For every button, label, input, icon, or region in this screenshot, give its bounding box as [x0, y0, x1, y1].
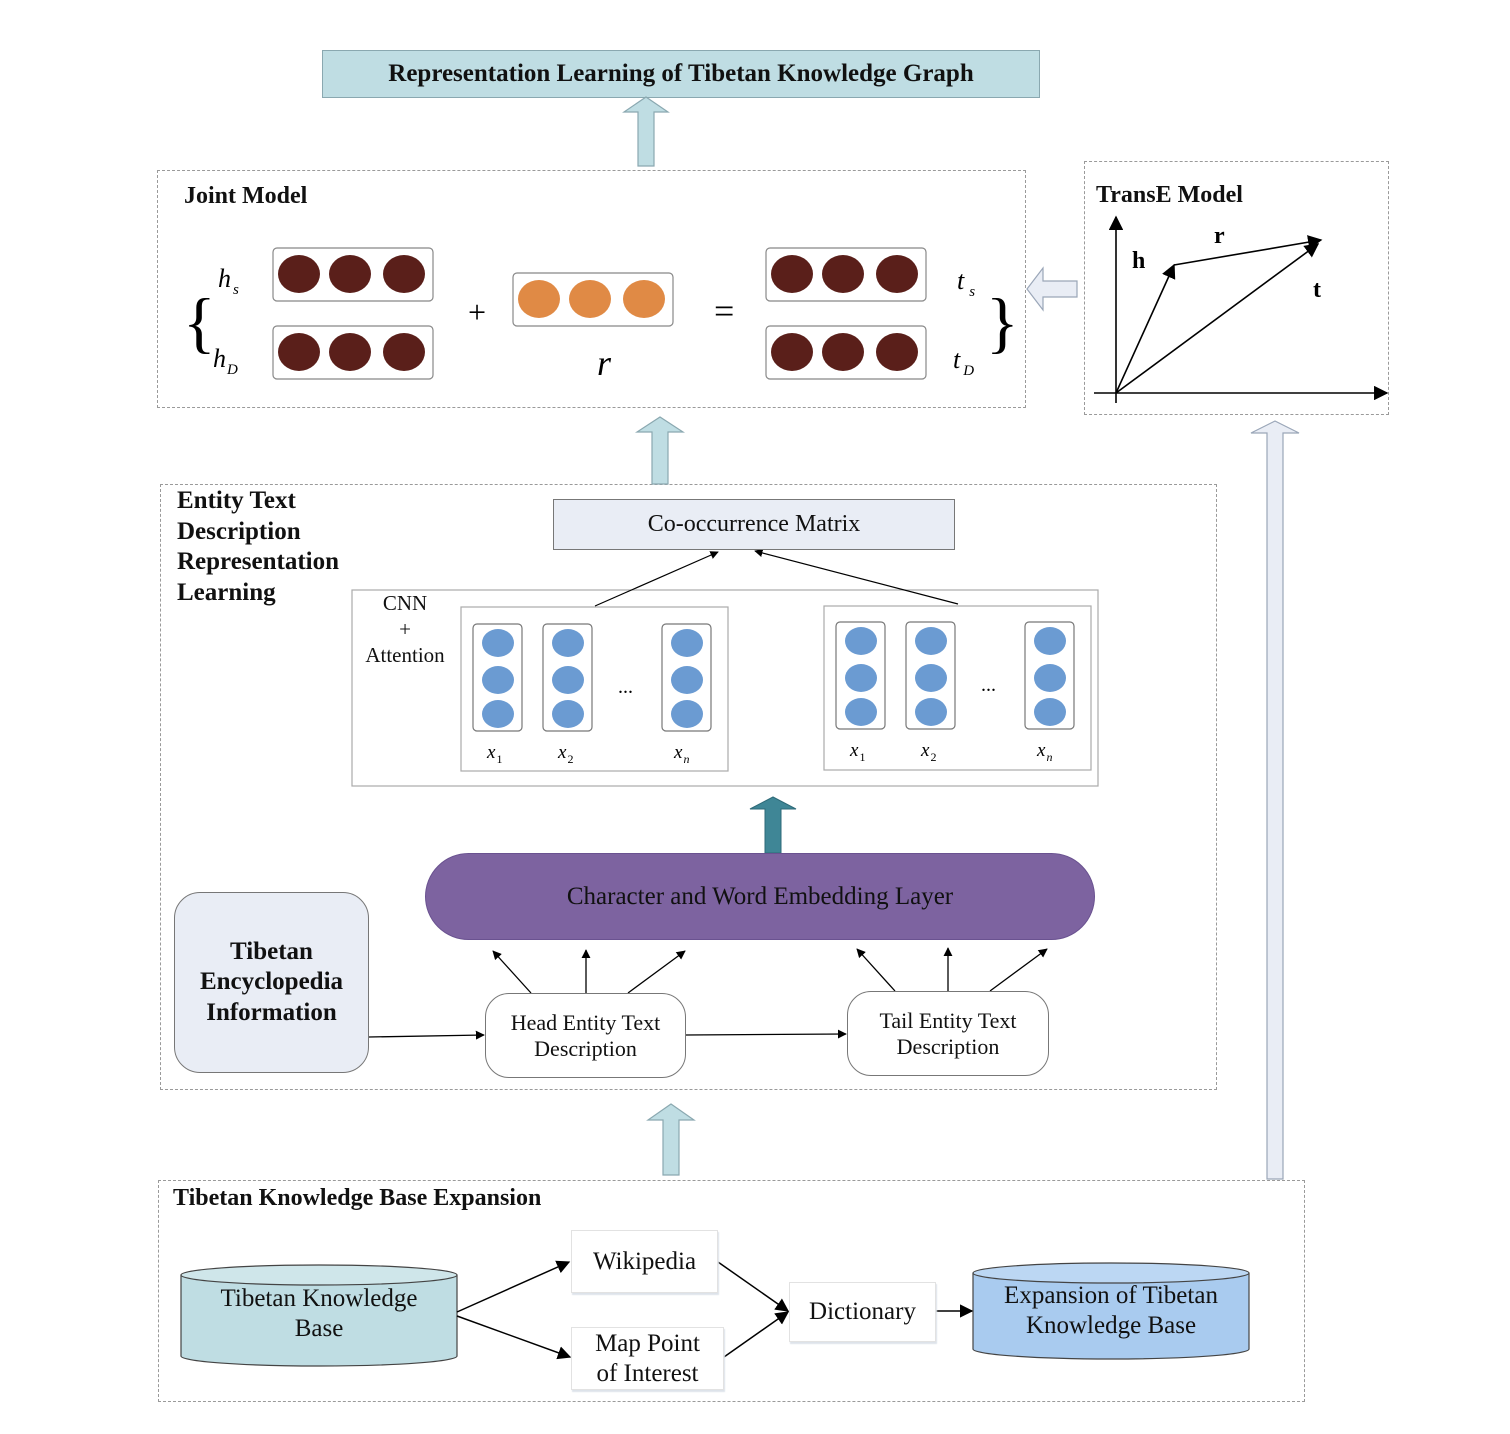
arrow-tail-desc-left [856, 948, 896, 992]
long-up-arrow-to-transe [1250, 420, 1300, 1180]
arrow-head-to-tail [685, 1029, 847, 1039]
head-x1-label: x1 [486, 742, 502, 766]
head-entity-line-2: Description [534, 1035, 637, 1061]
dictionary-box: Dictionary [789, 1282, 936, 1342]
wikipedia-box: Wikipedia [571, 1230, 718, 1293]
head-embedding-columns [472, 623, 712, 732]
map-point-of-interest-box: Map Point of Interest [571, 1327, 724, 1390]
hd-label: hD [213, 344, 238, 378]
tibetan-encyclopedia-box: Tibetan Encyclopedia Information [174, 892, 369, 1073]
transe-r-label: r [1214, 223, 1225, 249]
head-entity-description-box: Head Entity Text Description [485, 993, 686, 1078]
entity-text-description-title: Entity Text Description Representation L… [177, 486, 339, 608]
arrow-head-desc-left [492, 950, 532, 994]
dictionary-label: Dictionary [809, 1298, 916, 1325]
expansion-knowledge-base-cylinder [972, 1262, 1250, 1360]
character-word-embedding-layer: Character and Word Embedding Layer [425, 853, 1095, 940]
tibetan-knowledge-base-cylinder [180, 1264, 458, 1367]
tail-x1-label: x1 [849, 740, 865, 764]
hd-vector-dots [278, 333, 425, 371]
equals-sign: = [714, 291, 734, 331]
tail-embedding-columns [835, 621, 1075, 730]
tail-xn-label: xn [1036, 740, 1052, 764]
top-title-label: Representation Learning of Tibetan Knowl… [388, 60, 974, 87]
etd-title-line-1: Entity Text [177, 487, 296, 514]
tail-x2-label: x2 [920, 740, 936, 764]
arrow-tail-to-cooccurrence [754, 548, 959, 605]
cnn-plus-label: + [399, 617, 411, 641]
tibetan-knowledge-base-label: Tibetan Knowledge Base [181, 1283, 457, 1345]
right-brace: } [986, 284, 1019, 360]
joint-model-title: Joint Model [184, 183, 308, 209]
head-x2-label: x2 [557, 742, 573, 766]
encyclopedia-line-2: Encyclopedia [199, 968, 344, 996]
transe-r-vector [1173, 235, 1323, 266]
arrow-encyclopedia-to-head [368, 1030, 485, 1040]
left-arrow-transe-to-joint [1026, 266, 1078, 312]
expansion-line-2: Knowledge Base [1025, 1312, 1197, 1339]
expansion-knowledge-base-label: Expansion of Tibetan Knowledge Base [973, 1280, 1249, 1342]
etd-title-line-3: Representation [177, 548, 340, 575]
td-vector-dots [771, 333, 918, 371]
head-xn-label: xn [673, 742, 689, 766]
cnn-label: CNN [382, 591, 428, 615]
top-title-box: Representation Learning of Tibetan Knowl… [322, 50, 1040, 98]
head-entity-line-1: Head Entity Text [510, 1009, 661, 1035]
head-ellipsis: ... [618, 676, 633, 698]
arrow-wikipedia-to-dictionary [717, 1261, 790, 1312]
arrow-tail-desc-right [989, 948, 1048, 992]
arrow-head-desc-right [627, 950, 686, 994]
wikipedia-label: Wikipedia [592, 1247, 697, 1275]
hs-vector-dots [278, 255, 425, 293]
arrow-map-poi-to-dictionary [723, 1311, 790, 1358]
cooccurrence-matrix-label: Co-occurrence Matrix [647, 511, 861, 537]
map-poi-line-2: of Interest [596, 1359, 699, 1387]
arrow-kb-to-wikipedia [456, 1260, 571, 1313]
embedding-layer-label: Character and Word Embedding Layer [566, 882, 954, 910]
r-vector-dots [518, 280, 665, 318]
transe-t-label: t [1313, 277, 1321, 303]
cooccurrence-matrix-box: Co-occurrence Matrix [553, 499, 955, 550]
r-vector-label: r [597, 343, 612, 383]
arrow-kb-to-map-poi [456, 1315, 572, 1360]
plus-sign: + [468, 294, 486, 330]
etd-title-line-4: Learning [177, 578, 276, 606]
tail-ellipsis: ... [981, 674, 996, 696]
up-arrow-embedding-to-cnn [749, 796, 797, 854]
etd-title-line-2: Description [177, 517, 301, 545]
map-poi-line-1: Map Point [595, 1329, 700, 1357]
transe-h-label: h [1132, 248, 1145, 274]
tail-entity-description-box: Tail Entity Text Description [847, 991, 1049, 1076]
kb-line-1: Tibetan Knowledge [220, 1284, 418, 1312]
up-arrow-to-joint-model [634, 416, 686, 485]
transe-model-panel: TransE Model [1084, 161, 1389, 415]
arrow-head-to-cooccurrence [594, 551, 719, 607]
left-brace: { [183, 284, 216, 360]
transe-h-vector [1115, 263, 1176, 394]
attention-label: Attention [365, 643, 445, 667]
up-arrow-to-title [622, 96, 670, 167]
knowledge-base-expansion-title: Tibetan Knowledge Base Expansion [173, 1185, 542, 1211]
kb-line-2: Base [294, 1315, 344, 1342]
tail-entity-line-2: Description [896, 1033, 1000, 1059]
encyclopedia-line-1: Tibetan [230, 937, 313, 965]
tail-entity-line-1: Tail Entity Text [879, 1007, 1017, 1033]
expansion-line-1: Expansion of Tibetan [1004, 1281, 1218, 1309]
transe-t-vector [1115, 243, 1320, 394]
transe-model-title: TransE Model [1096, 182, 1243, 208]
ts-vector-dots [771, 255, 918, 293]
encyclopedia-line-3: Information [206, 998, 337, 1026]
up-arrow-from-kb-expansion [646, 1103, 696, 1176]
cnn-attention-label: CNN + Attention [354, 590, 456, 668]
